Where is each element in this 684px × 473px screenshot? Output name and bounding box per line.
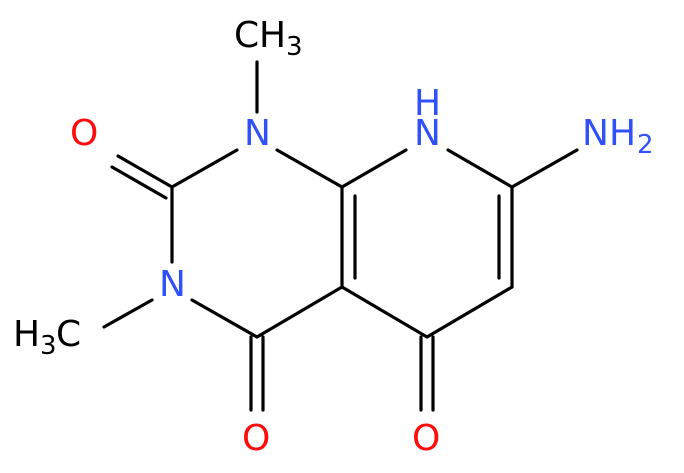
atom-n8: N xyxy=(414,113,441,154)
bond-c2-o-b xyxy=(110,165,168,200)
bonds xyxy=(102,60,579,412)
atom-methyl1-c: C xyxy=(234,15,259,56)
bond-n8-c7 xyxy=(446,148,514,189)
atom-n8-h: H xyxy=(414,83,441,124)
bond-n1-c2 xyxy=(170,148,239,189)
atom-n1: N xyxy=(244,113,271,154)
atom-methyl3-h: H xyxy=(13,314,40,355)
atom-o4: O xyxy=(242,418,270,459)
atom-labels: C H 3 N O N H 3 C O O H N N H 2 xyxy=(13,15,654,459)
atom-methyl3-c: C xyxy=(56,314,81,355)
atom-nh2-h: H xyxy=(609,113,636,154)
atom-o5: O xyxy=(412,418,440,459)
atom-methyl1-sub: 3 xyxy=(286,32,303,62)
bond-n3-methyl xyxy=(102,298,154,329)
atom-o2: O xyxy=(70,113,98,154)
atom-nh2-sub: 2 xyxy=(637,130,654,160)
atom-nh2-n: N xyxy=(582,113,609,154)
bond-c7-nh2 xyxy=(510,148,579,189)
bond-c4-c4a xyxy=(255,285,344,339)
bond-n3-c4 xyxy=(190,298,259,339)
bond-c5-c4a xyxy=(340,285,429,339)
bond-c6-c5 xyxy=(425,285,514,339)
bond-n1-c8a xyxy=(275,148,344,189)
atom-n3: N xyxy=(159,264,186,305)
bond-c8a-n8 xyxy=(340,148,408,189)
atom-methyl1-h: H xyxy=(259,15,286,56)
bond-c2-o-a xyxy=(116,154,174,189)
atom-methyl3-sub: 3 xyxy=(40,331,57,361)
